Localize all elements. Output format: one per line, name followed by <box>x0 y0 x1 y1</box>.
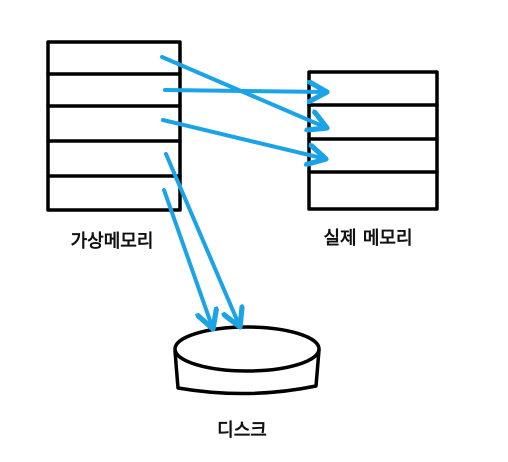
virtual-memory-outline <box>46 40 182 212</box>
disk-cylinder <box>173 325 321 396</box>
mapping-arrows <box>160 55 327 329</box>
virtual-memory-label: 가상메모리 <box>71 231 154 252</box>
arrow-vrow5-to-disk-a <box>164 152 240 327</box>
arrow-vrow4-to-prow3 <box>161 118 326 159</box>
physical-memory-label: 실제 메모리 <box>323 228 412 249</box>
disk-top-ellipse <box>173 325 321 373</box>
virtual-memory-block <box>46 40 182 212</box>
disk-body <box>173 348 321 396</box>
physical-memory-block <box>307 70 439 211</box>
disk-label: 디스크 <box>217 420 267 441</box>
arrow-vrow3-to-prow1 <box>163 90 327 92</box>
arrow-vrow6-to-disk-b <box>162 188 213 329</box>
